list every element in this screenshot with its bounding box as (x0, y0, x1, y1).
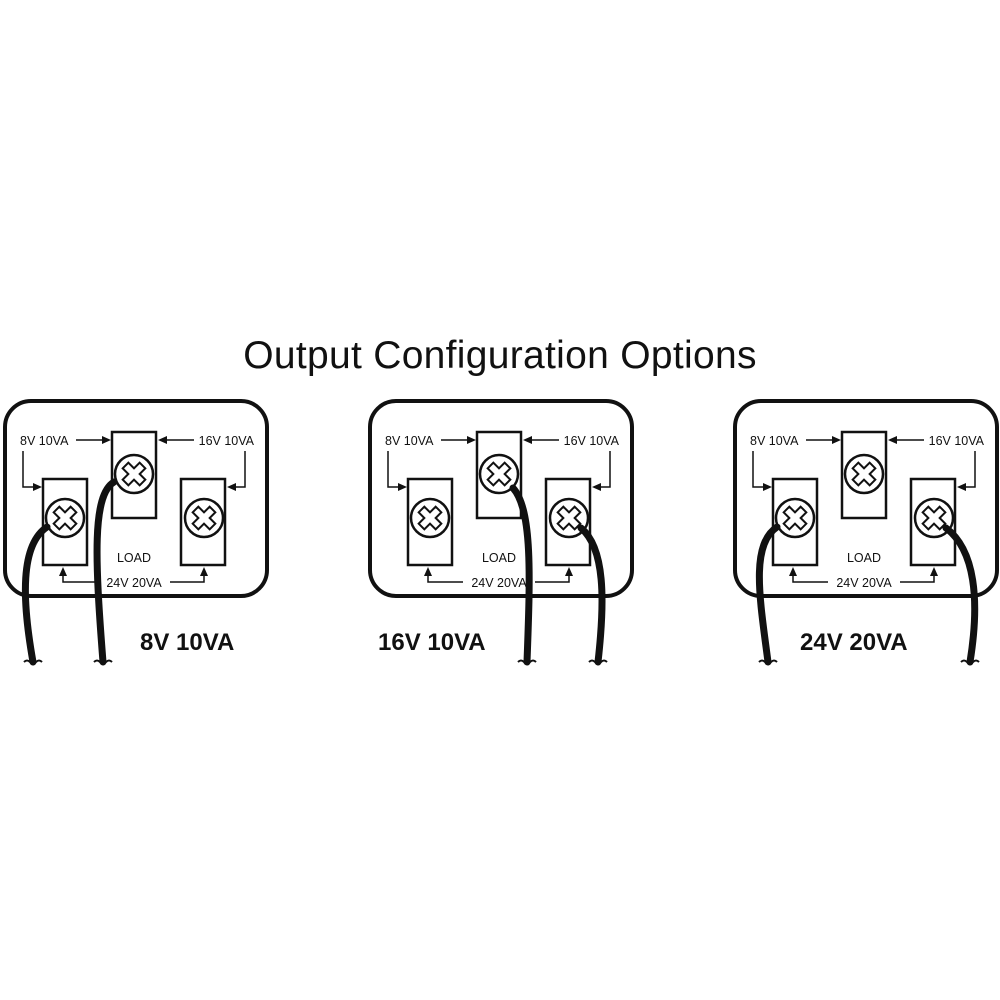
output-label-2: 16V 10VA (378, 629, 486, 656)
wire-end (23, 659, 43, 665)
arrowhead (592, 483, 601, 491)
arrowhead (957, 483, 966, 491)
screw-cross (556, 505, 582, 531)
screw-cross (417, 505, 443, 531)
label-16v-10va: 16V 10VA (564, 434, 620, 448)
arrowhead (227, 483, 236, 491)
terminal-center (110, 430, 158, 520)
wire-left (21, 523, 51, 666)
screw-icon (478, 453, 520, 495)
connector-line (427, 576, 463, 583)
screw-cross (782, 505, 808, 531)
arrowhead (158, 436, 167, 444)
label-16v-10va: 16V 10VA (929, 434, 985, 448)
wire-right (577, 524, 606, 666)
arrowhead (200, 567, 208, 576)
connector-line (900, 576, 935, 583)
connector-line (387, 451, 400, 488)
screw-cross (921, 505, 947, 531)
arrowhead (523, 436, 532, 444)
screw-cross (52, 505, 78, 531)
screw-icon (548, 497, 590, 539)
wire-end (758, 659, 778, 665)
transformer-housing (368, 399, 634, 598)
screw-icon (409, 497, 451, 539)
connector-line (234, 451, 246, 488)
wire-center (509, 484, 533, 666)
transformer-housing (733, 399, 999, 598)
label-24v-20va: 24V 20VA (836, 576, 892, 590)
connector-line (62, 576, 98, 583)
transformer-panel-1: 8V 10VA 16V 10VA LOAD 24V 20VA (3, 399, 269, 666)
terminal-center (840, 430, 888, 520)
wire-end (960, 659, 980, 665)
transformer-housing (3, 399, 269, 598)
connector-line (535, 576, 570, 583)
connector-line (170, 576, 205, 583)
terminal-center (475, 430, 523, 520)
screw-icon (843, 453, 885, 495)
load-label: LOAD (482, 551, 516, 565)
arrowhead (33, 483, 42, 491)
connector-line (792, 576, 828, 583)
wire-center (93, 478, 118, 666)
arrowhead (102, 436, 111, 444)
arrowhead (398, 483, 407, 491)
screw-icon (113, 453, 155, 495)
connector-line (599, 451, 611, 488)
screw-icon (44, 497, 86, 539)
label-16v-10va: 16V 10VA (199, 434, 255, 448)
arrowhead (467, 436, 476, 444)
arrowhead (59, 567, 67, 576)
screw-cross (191, 505, 217, 531)
label-24v-20va: 24V 20VA (106, 576, 162, 590)
wire-right (942, 524, 979, 666)
screw-cross (851, 461, 877, 487)
label-8v-10va: 8V 10VA (750, 434, 799, 448)
arrowhead (832, 436, 841, 444)
transformer-panel-2: 8V 10VA 16V 10VA LOAD 24V 20VA (368, 399, 634, 666)
label-8v-10va: 8V 10VA (20, 434, 69, 448)
connector-line (752, 451, 765, 488)
terminal-right (909, 477, 957, 567)
screw-cross (486, 461, 512, 487)
wire-end (517, 659, 537, 665)
output-label-1: 8V 10VA (140, 629, 234, 656)
wire-left (755, 523, 781, 666)
load-label: LOAD (117, 551, 151, 565)
screw-icon (774, 497, 816, 539)
connector-line (964, 451, 976, 488)
label-24v-20va: 24V 20VA (471, 576, 527, 590)
output-label-3: 24V 20VA (800, 629, 908, 656)
label-8v-10va: 8V 10VA (385, 434, 434, 448)
screw-cross (121, 461, 147, 487)
terminal-left (41, 477, 89, 567)
arrowhead (888, 436, 897, 444)
connector-line (22, 451, 35, 488)
terminal-left (771, 477, 819, 567)
screw-icon (183, 497, 225, 539)
terminal-right (179, 477, 227, 567)
arrowhead (763, 483, 772, 491)
arrowhead (789, 567, 797, 576)
terminal-right (544, 477, 592, 567)
arrowhead (930, 567, 938, 576)
arrowhead (565, 567, 573, 576)
arrowhead (424, 567, 432, 576)
wire-end (588, 659, 608, 665)
wire-end (93, 659, 113, 665)
diagram-title: Output Configuration Options (243, 334, 757, 377)
load-label: LOAD (847, 551, 881, 565)
terminal-left (406, 477, 454, 567)
transformer-panel-3: 8V 10VA 16V 10VA LOAD 24V 20VA (733, 399, 999, 666)
